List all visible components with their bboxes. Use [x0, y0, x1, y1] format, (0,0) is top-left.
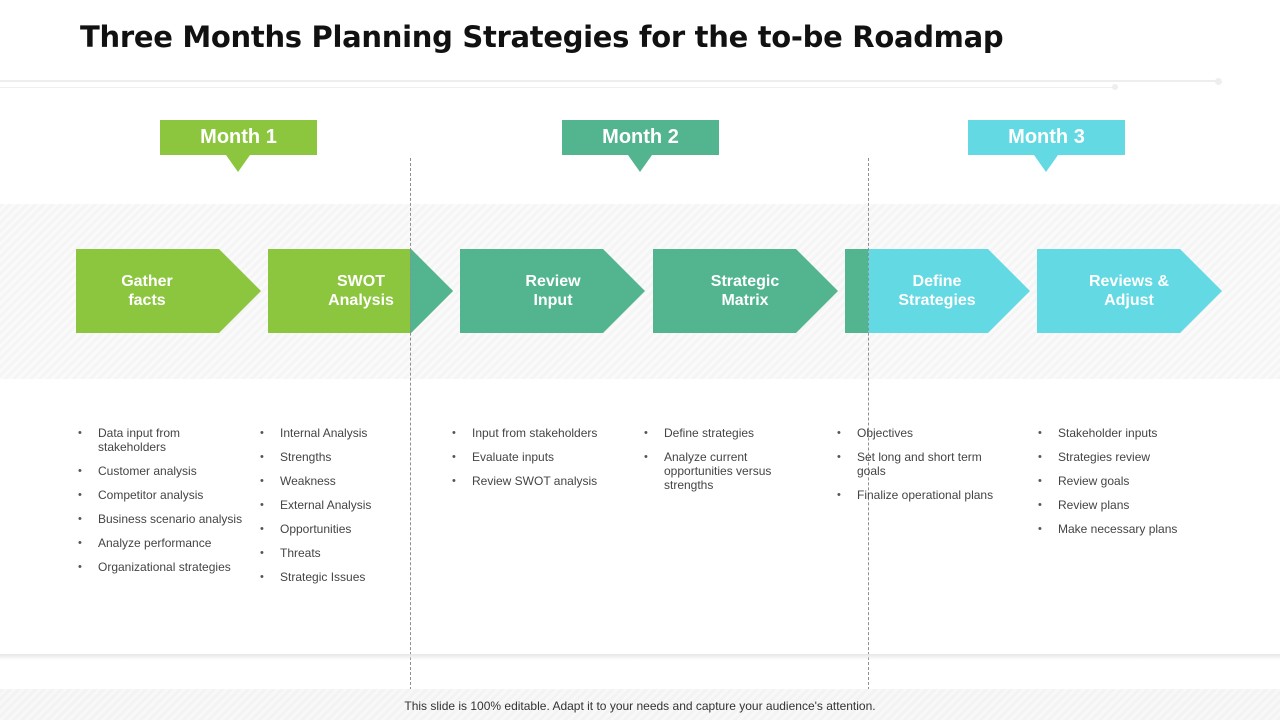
step-3-details: Input from stakeholders Evaluate inputs … [452, 426, 632, 498]
step-5-label: Define Strategies [898, 273, 976, 309]
detail-item: Competitor analysis [78, 488, 243, 502]
step-5-details: Objectives Set long and short term goals… [837, 426, 997, 512]
month-divider-1 [410, 158, 411, 690]
title-underline-secondary [0, 87, 1115, 88]
month-divider-2 [868, 158, 869, 690]
detail-item: Review plans [1038, 498, 1213, 512]
detail-item: Input from stakeholders [452, 426, 632, 440]
footer-band [0, 689, 1280, 720]
detail-item: Evaluate inputs [452, 450, 632, 464]
detail-item: Business scenario analysis [78, 512, 243, 526]
detail-item: Internal Analysis [260, 426, 420, 440]
step-6-details: Stakeholder inputs Strategies review Rev… [1038, 426, 1213, 546]
month-2-pointer [628, 155, 652, 172]
detail-item: Opportunities [260, 522, 420, 536]
step-2-details: Internal Analysis Strengths Weakness Ext… [260, 426, 420, 594]
step-5-arrow-fill [845, 249, 1030, 333]
detail-item: Data input from stakeholders [78, 426, 243, 454]
step-1-arrow-fill [76, 249, 261, 333]
step-5-arrow-base-fill [845, 249, 868, 333]
step-6-arrow-shape [1037, 249, 1222, 333]
detail-item: Objectives [837, 426, 997, 440]
step-3-arrow-fill [460, 249, 645, 333]
detail-item: Analyze current opportunities versus str… [644, 450, 804, 492]
detail-item: Review SWOT analysis [452, 474, 632, 488]
month-3-pointer [1034, 155, 1058, 172]
month-2-label: Month 2 [562, 120, 719, 155]
detail-item: Customer analysis [78, 464, 243, 478]
step-4-details: Define strategies Analyze current opport… [644, 426, 804, 502]
detail-item: Weakness [260, 474, 420, 488]
detail-item: Strengths [260, 450, 420, 464]
content-card-shadow [0, 654, 1280, 660]
step-1-label: Gather facts [121, 273, 173, 309]
detail-item: Strategies review [1038, 450, 1213, 464]
step-3-arrow-shape [460, 249, 645, 333]
step-5-arrow-shape [845, 249, 1030, 333]
detail-item: Make necessary plans [1038, 522, 1213, 536]
step-3-label: Review Input [525, 273, 581, 309]
detail-item: Analyze performance [78, 536, 243, 550]
title-underline-secondary-end-dot [1112, 84, 1118, 90]
detail-item: Threats [260, 546, 420, 560]
step-2-arrow-tip-fill [410, 249, 453, 333]
slide-title: Three Months Planning Strategies for the… [80, 20, 1004, 54]
step-4-label: Strategic Matrix [710, 273, 780, 309]
title-underline-end-dot [1215, 78, 1222, 85]
detail-item: Stakeholder inputs [1038, 426, 1213, 440]
step-2-arrow-shape [268, 249, 453, 333]
month-1-pointer [226, 155, 250, 172]
step-5-arrow-base [845, 249, 868, 333]
step-6-arrow-fill [1037, 249, 1222, 333]
detail-item: Organizational strategies [78, 560, 243, 574]
step-1-arrow-shape [76, 249, 261, 333]
detail-item: Define strategies [644, 426, 804, 440]
detail-item: Finalize operational plans [837, 488, 997, 502]
step-4-arrow-shape [653, 249, 838, 333]
step-1-details: Data input from stakeholders Customer an… [78, 426, 243, 584]
detail-item: External Analysis [260, 498, 420, 512]
footer-note: This slide is 100% editable. Adapt it to… [404, 699, 876, 713]
month-3-label: Month 3 [968, 120, 1125, 155]
step-4-arrow-fill [653, 249, 838, 333]
detail-item: Review goals [1038, 474, 1213, 488]
month-1-label: Month 1 [160, 120, 317, 155]
detail-item: Strategic Issues [260, 570, 420, 584]
detail-item: Set long and short term goals [837, 450, 997, 478]
step-6-label: Reviews & Adjust [1088, 273, 1170, 309]
title-underline [0, 80, 1220, 82]
step-2-arrow-fill [268, 249, 453, 333]
step-2-arrow-tip [410, 249, 453, 333]
step-2-label: SWOT Analysis [328, 273, 394, 309]
